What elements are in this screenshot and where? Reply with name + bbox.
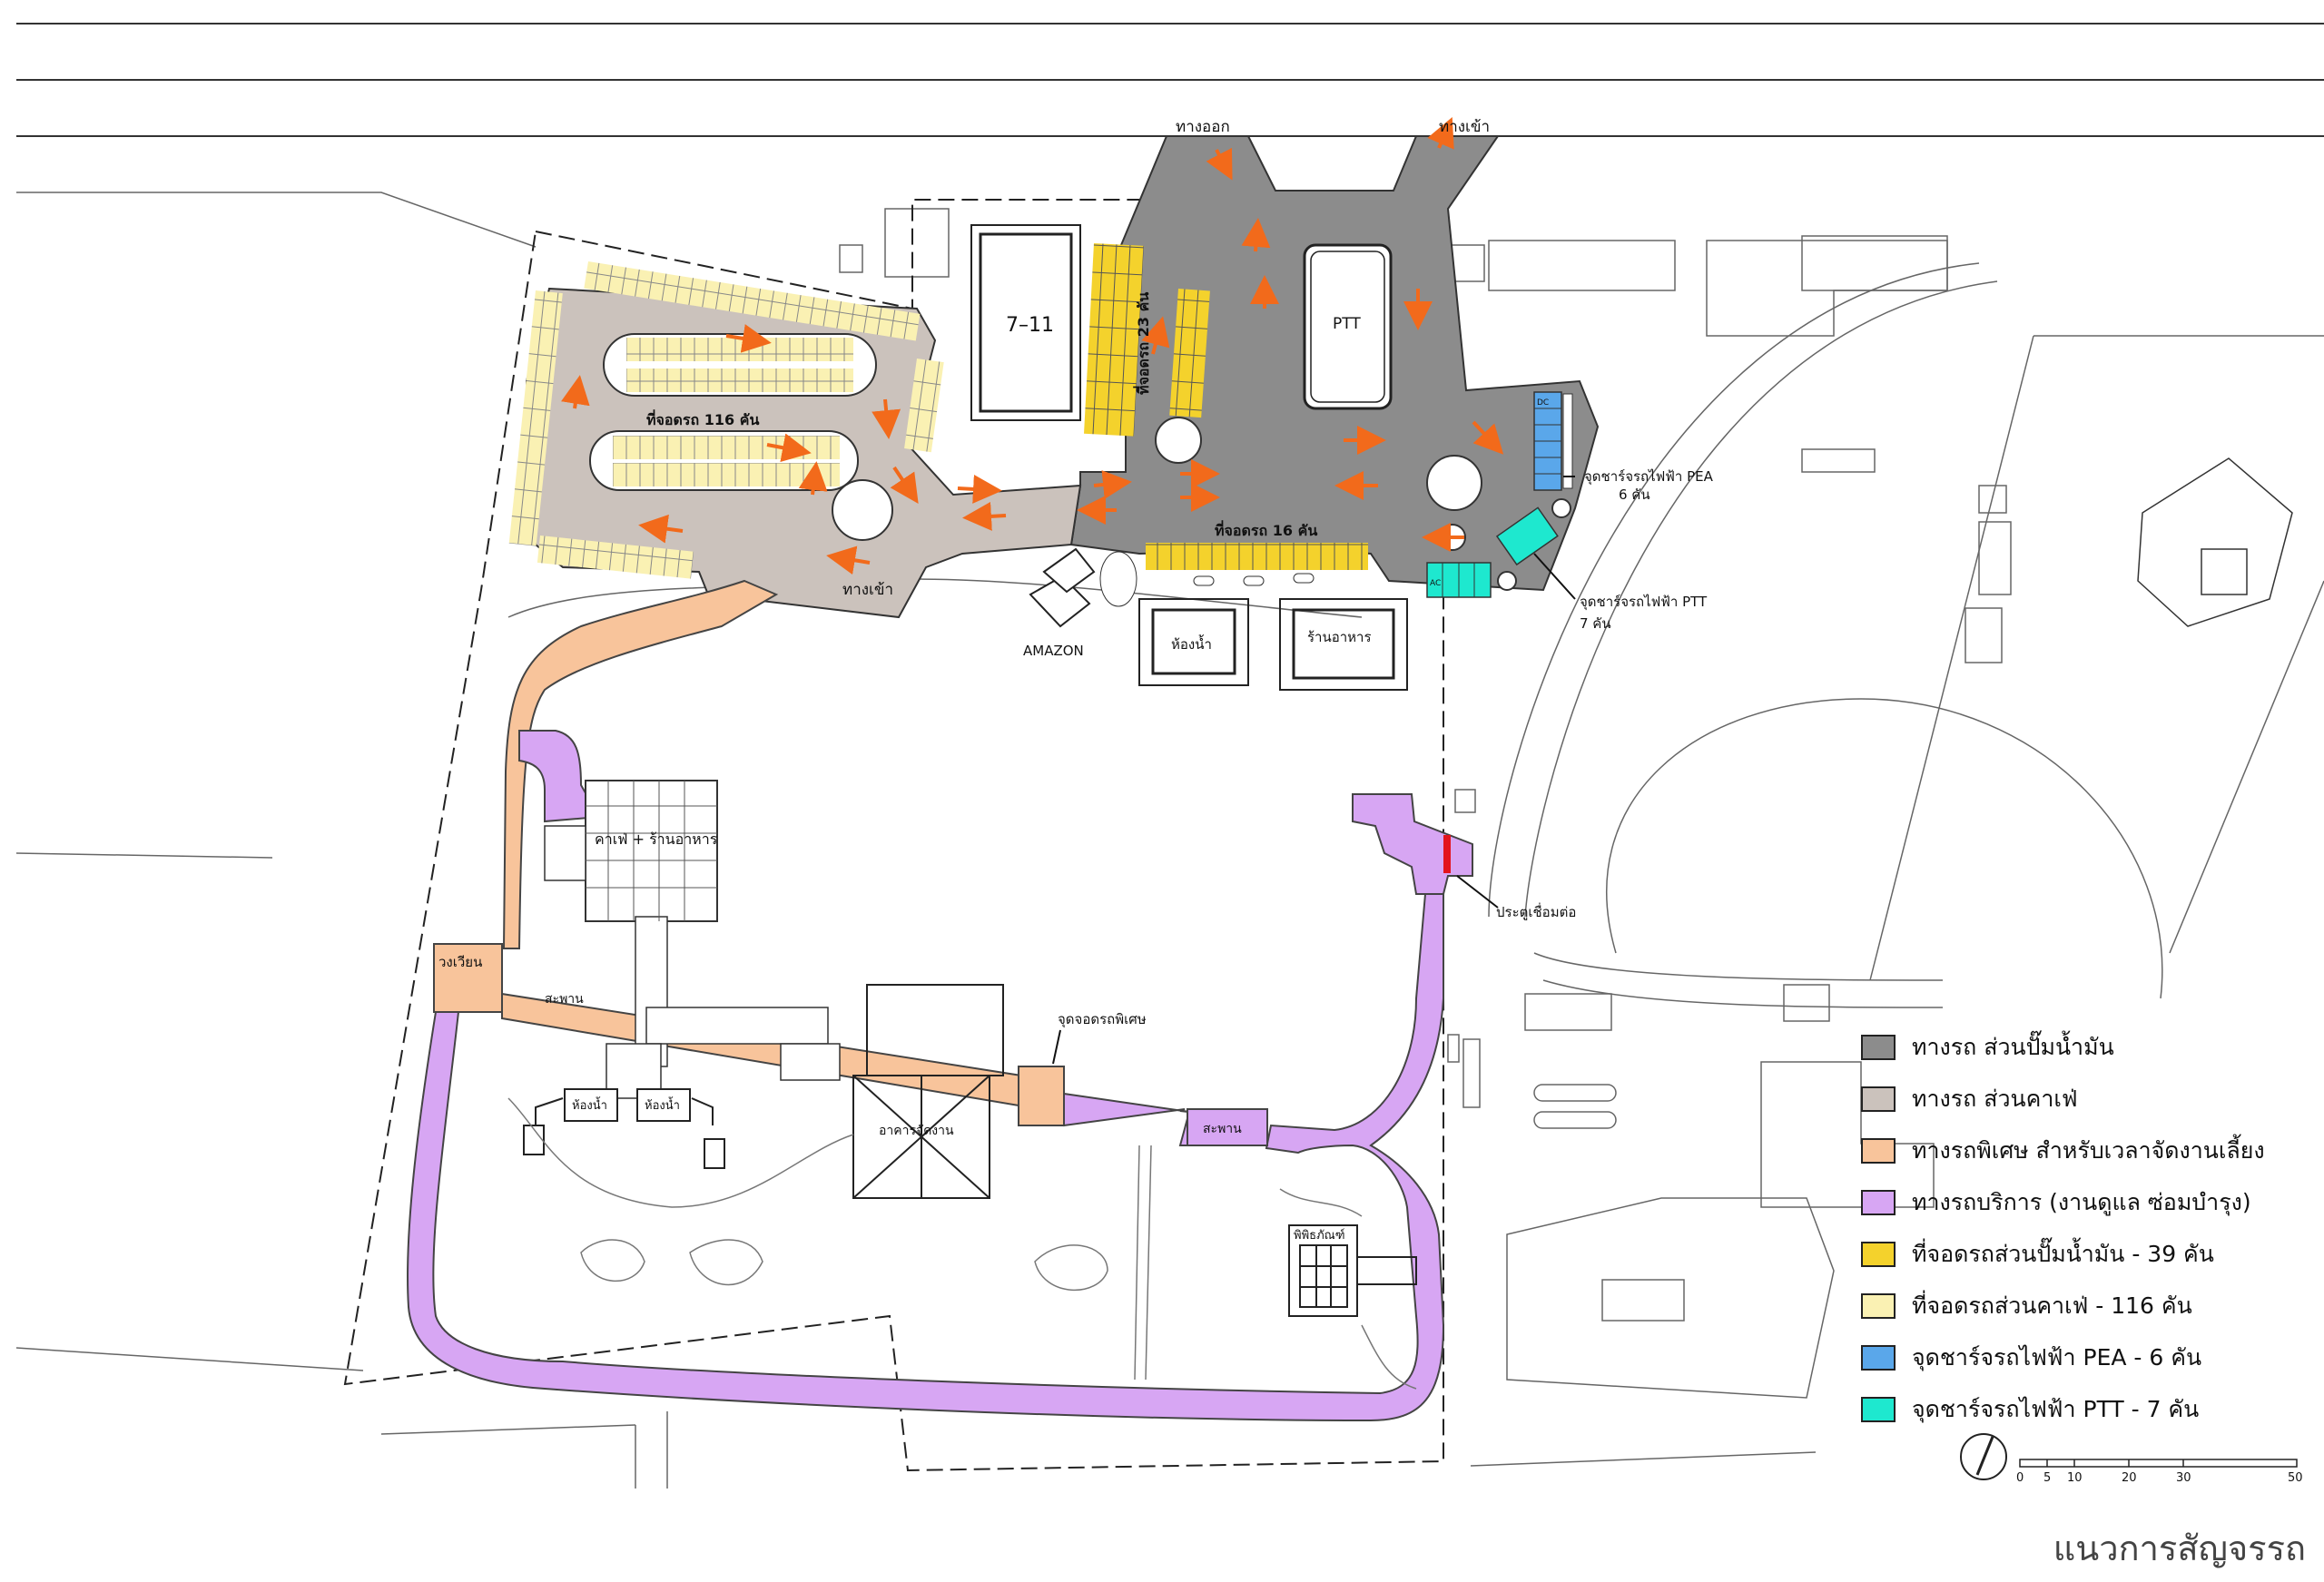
park-paths (507, 1097, 1417, 1390)
legend-label: ทางรถ ส่วนปั๊มน้ำมัน (1912, 1033, 2114, 1060)
scale-bar (2019, 1459, 2298, 1468)
highway-lines (16, 23, 2324, 137)
scale-ticks: 0 5 10 20 30 50 (2016, 1471, 2303, 1485)
label-seven-eleven: 7–11 (1006, 314, 1054, 337)
cafe-grid-lines (586, 781, 717, 921)
restroom-pavilions (523, 1088, 725, 1169)
gas-parking-stalls (1084, 243, 1368, 570)
legend-swatch (1861, 1034, 1896, 1060)
legend-item-pea-charger: จุดชาร์จรถไฟฟ้า PEA - 6 คัน (1861, 1331, 2297, 1383)
label-connecting-gate: ประตูเชื่อมต่อ (1496, 902, 1576, 920)
label-amazon: AMAZON (1023, 643, 1084, 659)
service-buildings (1029, 547, 1408, 691)
scale-tick-30: 30 (2176, 1471, 2191, 1485)
label-ptt-charger-1: จุดชาร์จรถไฟฟ้า PTT (1580, 594, 1708, 611)
legend-item-gas-parking: ที่จอดรถส่วนปั๊มน้ำมัน - 39 คัน (1861, 1228, 2297, 1280)
legend-swatch (1861, 1344, 1896, 1371)
pea-chargers (1533, 391, 1573, 491)
ptt-chargers (1426, 506, 1559, 598)
leader-lines (1052, 476, 1576, 1065)
event-building (852, 984, 1004, 1199)
legend-swatch (1861, 1189, 1896, 1215)
legend-swatch (1861, 1137, 1896, 1164)
legend-swatch (1861, 1241, 1896, 1267)
label-pea-dc: DC (1537, 398, 1549, 408)
legend-item-cafe-road: ทางรถ ส่วนคาเฟ่ (1861, 1073, 2297, 1125)
label-special-stop: จุดจอดรถพิเศษ (1058, 1011, 1147, 1028)
legend-label: ทางรถ ส่วนคาเฟ่ (1912, 1085, 2078, 1112)
label-parking-16: ที่จอดรถ 16 คัน (1215, 520, 1317, 539)
legend-label: จุดชาร์จรถไฟฟ้า PEA - 6 คัน (1912, 1343, 2202, 1371)
label-pea-charger-1: จุดชาร์จรถไฟฟ้า PEA (1584, 468, 1714, 486)
legend-label: ที่จอดรถส่วนคาเฟ่ - 116 คัน (1912, 1292, 2192, 1319)
scale-tick-10: 10 (2067, 1471, 2083, 1485)
legend-item-ptt-charger: จุดชาร์จรถไฟฟ้า PTT - 7 คัน (1861, 1383, 2297, 1435)
cafe-parking-islands (508, 260, 944, 579)
scale-tick-0: 0 (2016, 1471, 2024, 1485)
map-labels: ทางออก ทางเข้า 7–11 PTT ที่จอดรถ 23 คัน … (438, 118, 1714, 1243)
label-roundabout: วงเวียน (438, 954, 482, 970)
page-title: แนวการสัญจรรถ (2053, 1528, 2306, 1568)
seven-eleven-building (970, 224, 1081, 421)
label-entrance-cafe: ทางเข้า (842, 581, 893, 599)
label-cafe-building: คาเฟ่ + ร้านอาหาร (595, 830, 718, 848)
label-pea-charger-2: 6 คัน (1619, 486, 1650, 503)
legend-item-service-road: ทางรถบริการ (งานดูแล ซ่อมบำรุง) (1861, 1176, 2297, 1228)
scale-tick-20: 20 (2122, 1471, 2137, 1485)
legend-label: ทางรถบริการ (งานดูแล ซ่อมบำรุง) (1912, 1188, 2251, 1215)
legend-label: จุดชาร์จรถไฟฟ้า PTT - 7 คัน (1912, 1395, 2200, 1422)
cafe-building-grid (544, 780, 841, 1099)
connecting-gate (1443, 835, 1451, 873)
label-bridge-right: สะพาน (1203, 1122, 1242, 1136)
scale-tick-50: 50 (2288, 1471, 2303, 1485)
label-bridge-left: สะพาน (545, 992, 584, 1007)
label-event-building: อาคารจัดงาน (879, 1124, 954, 1138)
label-ptt: PTT (1333, 315, 1361, 333)
special-stop-pad (1018, 1066, 1065, 1126)
label-entrance-top: ทางเข้า (1439, 118, 1490, 136)
legend-swatch (1861, 1292, 1896, 1319)
label-parking-23: ที่จอดรถ 23 คัน (1133, 292, 1152, 395)
roundabout (433, 943, 503, 1013)
legend-label: ที่จอดรถส่วนปั๊มน้ำมัน - 39 คัน (1912, 1240, 2214, 1267)
label-ptt-ac: AC (1430, 579, 1441, 588)
service-road-loop (407, 893, 1445, 1422)
label-parking-116: ที่จอดรถ 116 คัน (646, 409, 759, 428)
label-restroom-left: ห้องน้ำ (572, 1096, 607, 1113)
label-restaurant: ร้านอาหาร (1307, 629, 1372, 645)
museum-building (1288, 1224, 1417, 1317)
legend-item-cafe-parking: ที่จอดรถส่วนคาเฟ่ - 116 คัน (1861, 1280, 2297, 1331)
map-legend: ทางรถ ส่วนปั๊มน้ำมัน ทางรถ ส่วนคาเฟ่ ทาง… (1861, 1021, 2297, 1435)
legend-item-special-road: ทางรถพิเศษ สำหรับเวลาจัดงานเลี้ยง (1861, 1125, 2297, 1176)
gate-plaza (1352, 793, 1473, 895)
label-museum: พิพิธภัณฑ์ (1294, 1228, 1345, 1243)
bridge-right (1187, 1108, 1268, 1146)
special-event-road (502, 579, 779, 949)
legend-label: ทางรถพิเศษ สำหรับเวลาจัดงานเลี้ยง (1912, 1136, 2265, 1164)
label-exit: ทางออก (1176, 118, 1230, 136)
label-ptt-charger-2: 7 คัน (1580, 615, 1611, 632)
north-arrow (1960, 1433, 2007, 1480)
legend-swatch (1861, 1086, 1896, 1112)
legend-item-gas-road: ทางรถ ส่วนปั๊มน้ำมัน (1861, 1021, 2297, 1073)
scale-tick-5: 5 (2043, 1471, 2051, 1485)
label-restroom-right: ห้องน้ำ (645, 1096, 680, 1113)
label-restroom-top: ห้องน้ำ (1171, 634, 1212, 653)
legend-swatch (1861, 1396, 1896, 1422)
traffic-arrows (561, 116, 1504, 575)
site-boundary (343, 199, 1444, 1472)
